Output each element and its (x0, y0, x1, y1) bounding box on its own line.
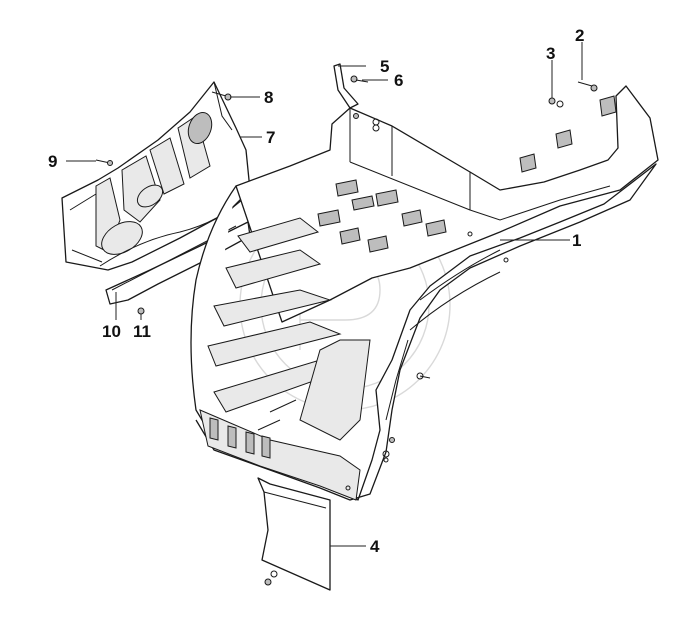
callout-2: 2 (575, 26, 584, 45)
bracket-part (333, 63, 359, 109)
callout-10: 10 (102, 322, 121, 341)
heat-shield-panel (61, 81, 251, 271)
callout-7: 7 (266, 128, 275, 147)
callout-3: 3 (546, 44, 555, 63)
callout-8: 8 (264, 88, 273, 107)
callout-11: 11 (133, 322, 151, 341)
mud-flap (257, 477, 331, 591)
callout-6: 6 (394, 71, 403, 90)
main-fender (190, 85, 659, 501)
fasteners (95, 75, 598, 586)
callout-9: 9 (48, 152, 57, 171)
callout-5: 5 (380, 57, 389, 76)
leader-lines (66, 42, 583, 547)
callout-1: 1 (572, 231, 581, 250)
callout-4: 4 (370, 537, 380, 556)
callout-labels: 2 3 5 6 8 7 9 1 10 11 4 (48, 26, 584, 556)
